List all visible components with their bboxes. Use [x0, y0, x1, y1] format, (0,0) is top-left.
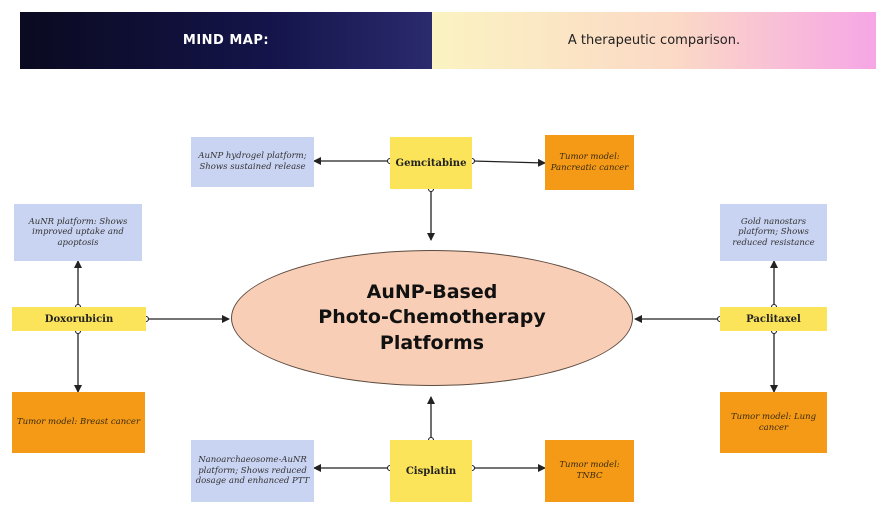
central-node: AuNP-Based Photo-Chemotherapy Platforms	[231, 250, 633, 386]
platform-paclitaxel: Gold nanostars platform; Shows reduced r…	[720, 204, 827, 261]
platform-gemcitabine: AuNP hydrogel platform; Shows sustained …	[191, 137, 314, 187]
platform-doxorubicin: AuNR platform: Shows improved uptake and…	[14, 204, 142, 261]
title-banner: MIND MAP: A therapeutic comparison.	[20, 12, 876, 69]
banner-label-panel: MIND MAP:	[20, 12, 432, 69]
drug-paclitaxel: Paclitaxel	[720, 307, 827, 331]
tumor-doxorubicin: Tumor model: Breast cancer	[12, 392, 145, 453]
tumor-gemcitabine: Tumor model: Pancreatic cancer	[545, 135, 634, 190]
arrow-gemcitabine-tumor	[471, 158, 546, 167]
banner-subtitle: A therapeutic comparison.	[567, 33, 741, 48]
banner-label: MIND MAP:	[182, 33, 270, 48]
tumor-paclitaxel: Tumor model: Lung cancer	[720, 392, 827, 453]
tumor-cisplatin: Tumor model: TNBC	[545, 440, 634, 502]
platform-cisplatin: Nanoarchaeosome-AuNR platform; Shows red…	[191, 440, 314, 502]
banner-subtitle-panel: A therapeutic comparison.	[432, 12, 876, 69]
drug-cisplatin: Cisplatin	[390, 440, 472, 502]
drug-doxorubicin: Doxorubicin	[12, 307, 146, 331]
drug-gemcitabine: Gemcitabine	[390, 137, 472, 189]
central-title: AuNP-Based Photo-Chemotherapy Platforms	[318, 280, 546, 354]
